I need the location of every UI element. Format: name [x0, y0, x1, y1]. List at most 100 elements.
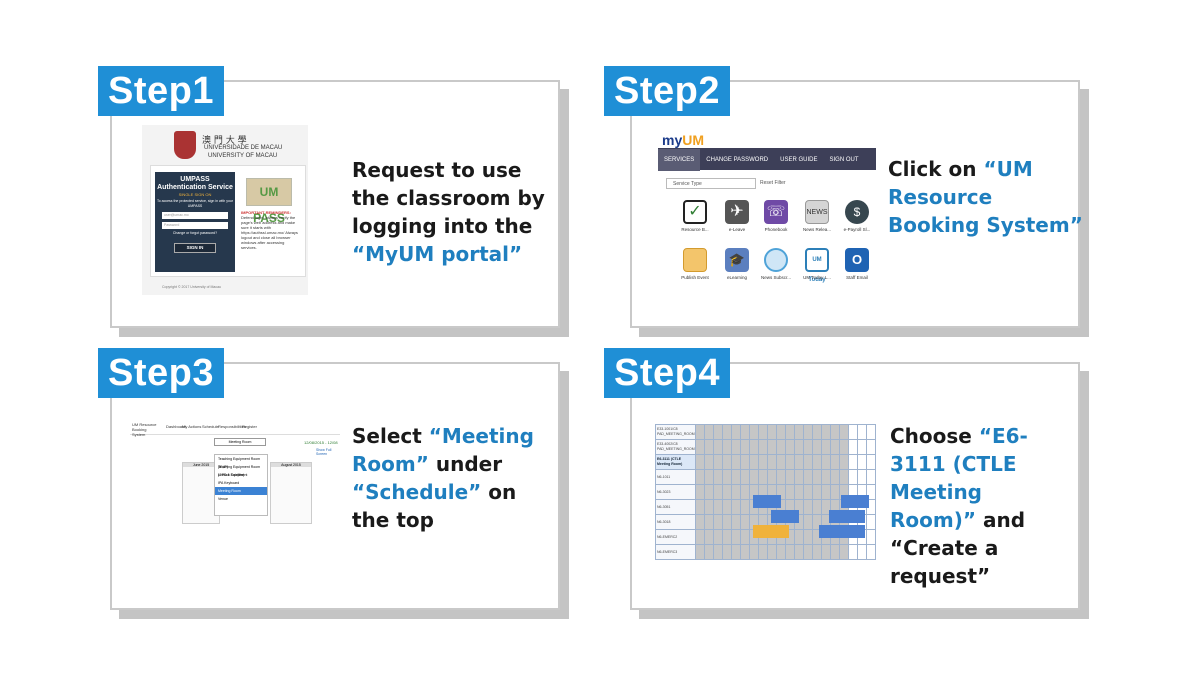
time-slot[interactable]	[839, 544, 849, 560]
nav-change-password[interactable]: CHANGE PASSWORD	[706, 157, 769, 163]
time-slot[interactable]	[713, 439, 723, 455]
time-slot[interactable]	[722, 544, 732, 560]
time-slot[interactable]	[866, 469, 876, 485]
time-slot[interactable]	[758, 454, 768, 470]
time-slot[interactable]	[749, 439, 759, 455]
tile-e-payroll[interactable]: $ e-Payroll Sl...	[840, 200, 874, 242]
time-slot[interactable]	[812, 439, 822, 455]
time-slot[interactable]	[848, 439, 858, 455]
time-slot[interactable]	[785, 469, 795, 485]
time-slot[interactable]	[803, 439, 813, 455]
time-slot[interactable]	[713, 424, 723, 440]
time-slot[interactable]	[830, 469, 840, 485]
room-name[interactable]: N6-1011	[655, 469, 696, 485]
menu-my-actions[interactable]: My Actions	[182, 424, 202, 429]
time-slot[interactable]	[713, 454, 723, 470]
time-slot[interactable]	[758, 544, 768, 560]
time-slot[interactable]	[695, 469, 705, 485]
time-slot[interactable]	[803, 544, 813, 560]
time-slot[interactable]	[704, 544, 714, 560]
time-slot[interactable]	[821, 424, 831, 440]
time-slot[interactable]	[821, 544, 831, 560]
time-slot[interactable]	[713, 529, 723, 545]
room-name[interactable]: E33-4002/C8 PAD_MEETING_ROOM	[655, 439, 696, 455]
time-slot[interactable]	[713, 499, 723, 515]
time-slot[interactable]	[848, 544, 858, 560]
room-name[interactable]: N6-3023	[655, 484, 696, 500]
time-slot[interactable]	[740, 439, 750, 455]
time-slot[interactable]	[767, 424, 777, 440]
time-slot[interactable]	[812, 499, 822, 515]
time-slot[interactable]	[722, 424, 732, 440]
time-slot[interactable]	[695, 454, 705, 470]
time-slot[interactable]	[704, 454, 714, 470]
time-slot[interactable]	[731, 514, 741, 530]
time-slot[interactable]	[830, 484, 840, 500]
time-slot[interactable]	[812, 469, 822, 485]
time-slot[interactable]	[722, 514, 732, 530]
menu-option[interactable]: Lecture Equipment	[218, 473, 248, 477]
time-slot[interactable]	[803, 484, 813, 500]
time-slot[interactable]	[866, 454, 876, 470]
tile-publish-event[interactable]: Publish Event	[678, 248, 712, 290]
time-slot[interactable]	[830, 454, 840, 470]
menu-responsibilities[interactable]: Responsibilities	[218, 424, 246, 429]
room-name[interactable]: E6-3111 (CTLE Meeting Room)	[655, 454, 696, 470]
time-slot[interactable]	[776, 544, 786, 560]
time-slot[interactable]	[803, 424, 813, 440]
time-slot[interactable]	[713, 484, 723, 500]
time-slot[interactable]	[803, 529, 813, 545]
time-slot[interactable]	[731, 454, 741, 470]
time-slot[interactable]	[722, 529, 732, 545]
time-slot[interactable]	[812, 454, 822, 470]
time-slot[interactable]	[731, 529, 741, 545]
time-slot[interactable]	[821, 469, 831, 485]
time-slot[interactable]	[866, 424, 876, 440]
time-slot[interactable]	[713, 469, 723, 485]
password-field[interactable]: Password	[162, 222, 228, 229]
reset-filter-link[interactable]: Reset Filter	[760, 180, 786, 186]
time-slot[interactable]	[866, 514, 876, 530]
time-slot[interactable]	[749, 469, 759, 485]
time-slot[interactable]	[740, 544, 750, 560]
nav-sign-out[interactable]: SIGN OUT	[829, 157, 859, 163]
room-name[interactable]: N6-3018	[655, 514, 696, 530]
forgot-password-link[interactable]: Change or forgot password?	[172, 231, 218, 235]
time-slot[interactable]	[695, 424, 705, 440]
time-slot[interactable]	[794, 544, 804, 560]
time-slot[interactable]	[695, 544, 705, 560]
time-slot[interactable]	[695, 514, 705, 530]
time-slot[interactable]	[830, 544, 840, 560]
time-slot[interactable]	[740, 454, 750, 470]
tile-e-leave[interactable]: ✈ e-Leave	[720, 200, 754, 242]
time-slot[interactable]	[803, 454, 813, 470]
time-slot[interactable]	[740, 469, 750, 485]
time-slot[interactable]	[803, 469, 813, 485]
nav-user-guide[interactable]: USER GUIDE	[780, 157, 818, 163]
time-slot[interactable]	[695, 439, 705, 455]
time-slot[interactable]	[740, 499, 750, 515]
time-slot[interactable]	[731, 544, 741, 560]
tile-um-today[interactable]: UM Today UM Today L...	[800, 248, 834, 290]
time-slot[interactable]	[758, 439, 768, 455]
menu-schedule[interactable]: Schedule	[202, 424, 219, 429]
time-slot[interactable]	[830, 424, 840, 440]
time-slot[interactable]	[740, 424, 750, 440]
time-slot[interactable]	[776, 454, 786, 470]
time-slot[interactable]	[839, 454, 849, 470]
time-slot[interactable]	[767, 544, 777, 560]
time-slot[interactable]	[812, 484, 822, 500]
tile-news-subscription[interactable]: News Subscr...	[759, 248, 793, 290]
time-slot[interactable]	[758, 424, 768, 440]
time-slot[interactable]	[749, 454, 759, 470]
time-slot[interactable]	[866, 544, 876, 560]
time-slot[interactable]	[848, 454, 858, 470]
time-slot[interactable]	[839, 469, 849, 485]
time-slot[interactable]	[731, 499, 741, 515]
time-slot[interactable]	[794, 439, 804, 455]
time-slot[interactable]	[812, 544, 822, 560]
show-full-screen-link[interactable]: Show Full Screen	[316, 448, 332, 456]
resource-type-dropdown[interactable]: Meeting Room	[214, 438, 266, 446]
time-slot[interactable]	[722, 469, 732, 485]
time-slot[interactable]	[722, 439, 732, 455]
